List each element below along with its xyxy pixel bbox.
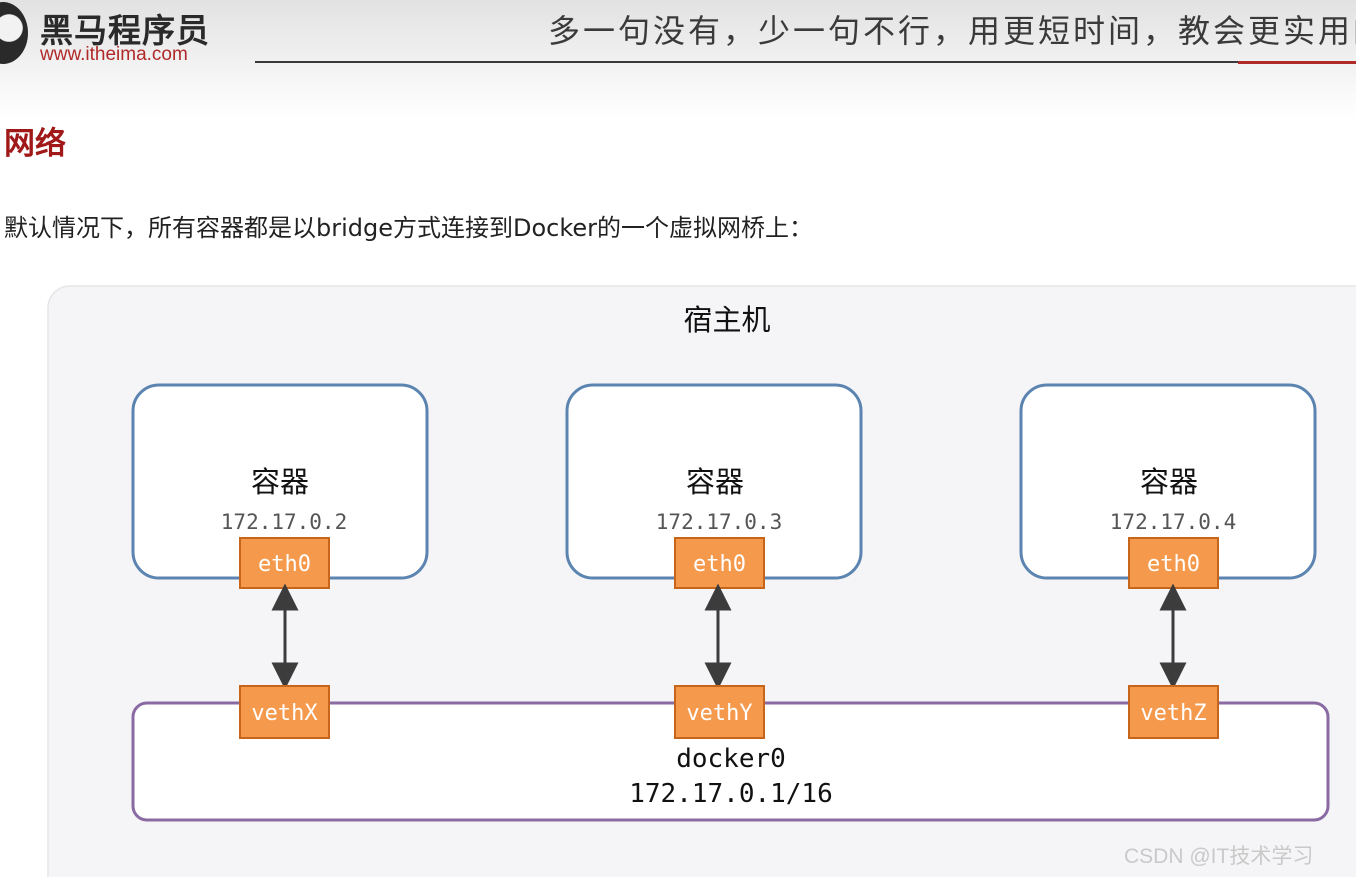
brand-name: 黑马程序员 xyxy=(40,11,210,50)
veth-interface-box xyxy=(1128,685,1219,739)
veth-interface-label: vethY xyxy=(686,701,752,726)
csdn-watermark: CSDN @IT技术学习 xyxy=(1124,845,1314,868)
veth-interface-label: vethZ xyxy=(1140,701,1206,726)
eth0-interface-label: eth0 xyxy=(1147,552,1200,577)
eth0-interface-box xyxy=(1128,537,1219,589)
host-label: 宿主机 xyxy=(683,303,770,337)
slogan: 多一句没有，少一句不行，用更短时间，教会更实用的技术！ xyxy=(548,12,1356,50)
container-label: 容器 xyxy=(686,465,744,499)
container-ip: 172.17.0.4 xyxy=(1110,510,1236,534)
eth0-interface-box xyxy=(674,537,765,589)
section-title: 网络 xyxy=(4,126,66,162)
container-ip: 172.17.0.2 xyxy=(221,510,347,534)
slide-header: 黑马程序员 www.itheima.com 多一句没有，少一句不行，用更短时间，… xyxy=(0,0,1356,120)
veth-interface-box xyxy=(239,685,330,739)
header-divider-accent xyxy=(1238,61,1356,64)
veth-interface-box xyxy=(674,685,765,739)
brand-url: www.itheima.com xyxy=(40,44,188,65)
header-divider xyxy=(255,61,1356,63)
bridge-name: docker0 xyxy=(676,744,786,774)
veth-interface-label: vethX xyxy=(251,701,318,726)
container-label: 容器 xyxy=(251,465,309,499)
eth0-interface-label: eth0 xyxy=(693,552,746,577)
bridge-ip: 172.17.0.1/16 xyxy=(629,779,833,809)
container-node: 容器 172.17.0.4 eth0 vethZ xyxy=(1019,383,1317,739)
container-label: 容器 xyxy=(1140,465,1198,499)
container-ip: 172.17.0.3 xyxy=(656,510,782,534)
container-node: 容器 172.17.0.3 eth0 vethY xyxy=(565,383,863,739)
eth0-interface-label: eth0 xyxy=(258,552,311,577)
container-node: 容器 172.17.0.2 eth0 vethX xyxy=(131,383,429,739)
intro-text: 默认情况下，所有容器都是以bridge方式连接到Docker的一个虚拟网桥上： xyxy=(4,214,814,242)
